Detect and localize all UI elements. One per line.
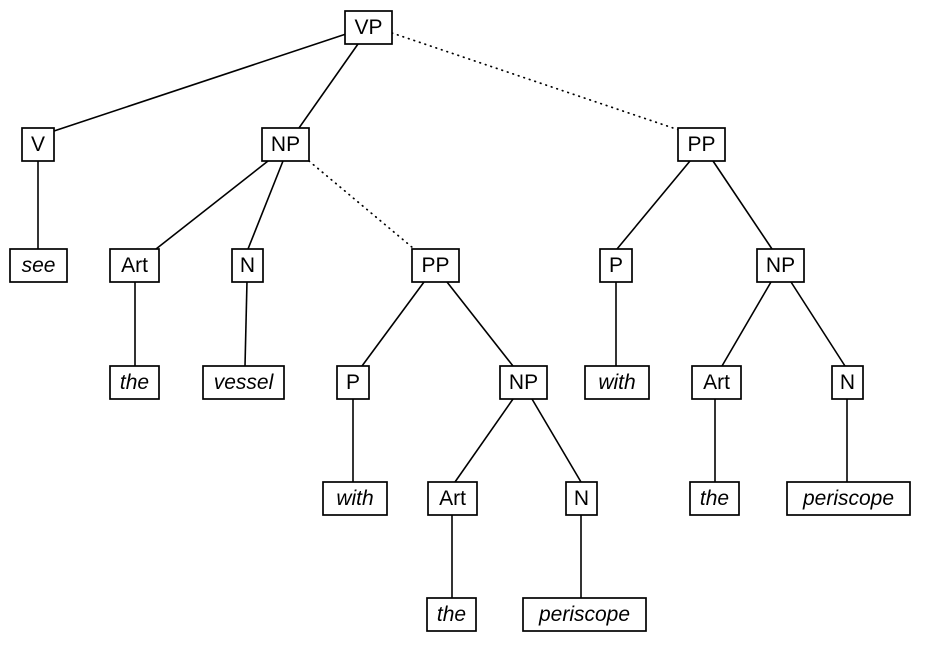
- node-outline: [584, 365, 650, 400]
- tree-node-art1[interactable]: Art: [109, 248, 160, 283]
- node-label: NP: [271, 133, 300, 156]
- tree-edge-vp-to-pp_right: [391, 32, 680, 131]
- node-outline: [344, 10, 393, 45]
- tree-node-v[interactable]: V: [21, 127, 55, 162]
- node-label: periscope: [538, 603, 630, 626]
- tree-edge-pp_right-to-p_right: [616, 160, 691, 250]
- tree-node-art_right[interactable]: Art: [691, 365, 742, 400]
- node-outline: [565, 481, 598, 516]
- node-label: P: [609, 254, 623, 277]
- node-label: the: [120, 371, 149, 394]
- node-outline: [599, 248, 633, 283]
- node-label: VP: [354, 16, 382, 39]
- tree-node-n_mid[interactable]: N: [565, 481, 598, 516]
- tree-leaf-peri_mid[interactable]: periscope: [522, 597, 647, 632]
- node-outline: [411, 248, 460, 283]
- node-label: Art: [703, 371, 730, 394]
- node-label: the: [437, 603, 466, 626]
- tree-edge-vp-to-np1: [298, 43, 359, 129]
- tree-leaf-the1[interactable]: the: [109, 365, 160, 400]
- node-outline: [522, 597, 647, 632]
- tree-edge-np1-to-n1: [247, 160, 284, 250]
- node-outline: [689, 481, 740, 516]
- node-outline: [109, 248, 160, 283]
- tree-leaf-peri_right[interactable]: periscope: [786, 481, 911, 516]
- tree-leaf-with_right[interactable]: with: [584, 365, 650, 400]
- edges-layer: [37, 32, 848, 598]
- node-label: N: [240, 254, 255, 277]
- node-label: V: [31, 133, 45, 156]
- tree-edge-pp_mid-to-p_mid: [361, 281, 425, 367]
- node-label: Art: [439, 487, 466, 510]
- tree-edge-vp-to-v: [53, 33, 347, 132]
- tree-edge-np_right-to-art_right: [721, 281, 772, 367]
- tree-node-n1[interactable]: N: [231, 248, 264, 283]
- tree-leaf-see[interactable]: see: [9, 248, 68, 283]
- node-outline: [261, 127, 310, 162]
- node-outline: [426, 597, 477, 632]
- node-label: with: [336, 487, 373, 510]
- tree-node-vp[interactable]: VP: [344, 10, 393, 45]
- tree-edge-np_mid-to-art_mid: [454, 398, 514, 483]
- node-outline: [499, 365, 548, 400]
- tree-node-np_mid[interactable]: NP: [499, 365, 548, 400]
- tree-edge-np1-to-pp_mid: [308, 160, 414, 249]
- tree-node-n_right[interactable]: N: [831, 365, 864, 400]
- node-label: N: [840, 371, 855, 394]
- node-outline: [9, 248, 68, 283]
- node-label: PP: [687, 133, 715, 156]
- node-outline: [427, 481, 478, 516]
- node-outline: [691, 365, 742, 400]
- tree-node-pp_right[interactable]: PP: [677, 127, 726, 162]
- tree-leaf-the_mid[interactable]: the: [426, 597, 477, 632]
- tree-edge-np_mid-to-n_mid: [531, 398, 582, 483]
- node-outline: [786, 481, 911, 516]
- tree-leaf-vessel[interactable]: vessel: [202, 365, 285, 400]
- tree-edge-pp_right-to-np_right: [712, 160, 773, 250]
- node-outline: [109, 365, 160, 400]
- node-outline: [202, 365, 285, 400]
- node-label: NP: [766, 254, 795, 277]
- node-outline: [336, 365, 370, 400]
- node-label: see: [22, 254, 56, 277]
- node-outline: [677, 127, 726, 162]
- node-label: PP: [421, 254, 449, 277]
- node-outline: [756, 248, 805, 283]
- node-label: N: [574, 487, 589, 510]
- tree-node-pp_mid[interactable]: PP: [411, 248, 460, 283]
- node-outline: [21, 127, 55, 162]
- node-label: with: [598, 371, 635, 394]
- tree-edge-pp_mid-to-np_mid: [446, 281, 514, 367]
- tree-edge-np_right-to-n_right: [790, 281, 846, 367]
- node-outline: [322, 481, 388, 516]
- node-label: P: [346, 371, 360, 394]
- node-label: NP: [509, 371, 538, 394]
- tree-node-np1[interactable]: NP: [261, 127, 310, 162]
- tree-edge-n1-to-vessel: [244, 280, 248, 367]
- tree-node-p_right[interactable]: P: [599, 248, 633, 283]
- tree-node-art_mid[interactable]: Art: [427, 481, 478, 516]
- node-outline: [831, 365, 864, 400]
- tree-node-p_mid[interactable]: P: [336, 365, 370, 400]
- tree-leaf-the_right[interactable]: the: [689, 481, 740, 516]
- tree-edge-np1-to-art1: [155, 160, 269, 250]
- node-label: vessel: [214, 371, 275, 394]
- node-label: the: [700, 487, 729, 510]
- node-label: Art: [121, 254, 148, 277]
- tree-leaf-with_mid[interactable]: with: [322, 481, 388, 516]
- node-label: periscope: [802, 487, 894, 510]
- node-outline: [231, 248, 264, 283]
- tree-node-np_right[interactable]: NP: [756, 248, 805, 283]
